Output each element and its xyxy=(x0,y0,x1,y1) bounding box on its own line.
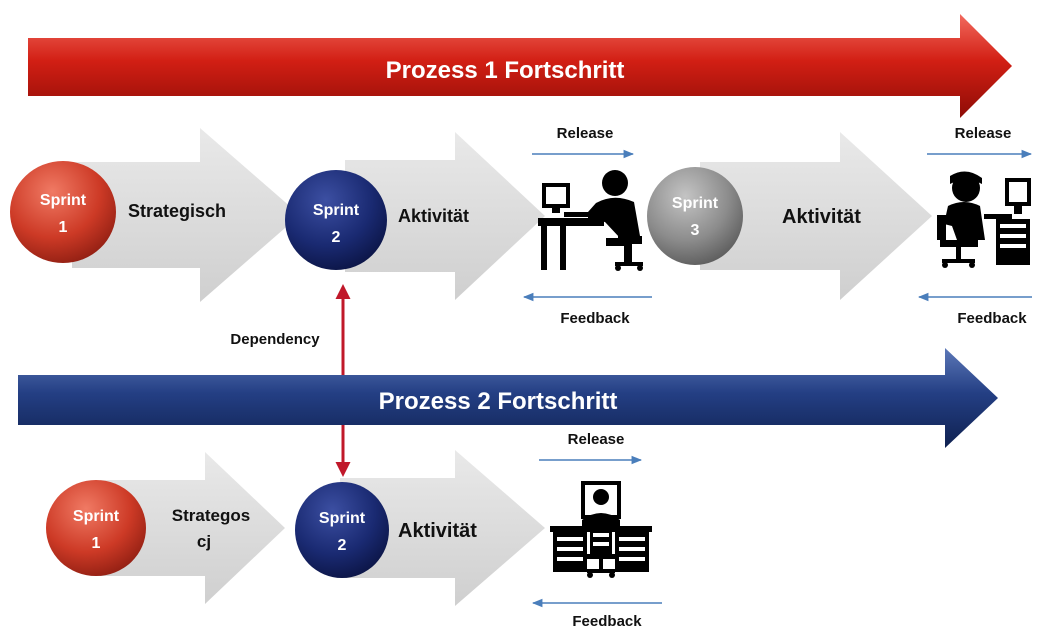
process1-sprint1-label: Sprint xyxy=(40,192,87,209)
process2-feedback: Feedback xyxy=(572,613,642,628)
process1-sprint3-circle: Sprint 3 xyxy=(647,167,743,265)
process2-banner-title: Prozess 2 Fortschritt xyxy=(379,388,618,415)
process1-banner: Prozess 1 Fortschritt xyxy=(28,14,1012,118)
process2-sprint2-number: 2 xyxy=(338,537,347,554)
process1-release-b: Release xyxy=(955,125,1012,142)
process1-feedback-b: Feedback xyxy=(957,310,1027,327)
process1-sprint1-circle: Sprint 1 xyxy=(10,161,116,263)
process2-release: Release xyxy=(568,431,625,448)
process1-sprint2-label: Sprint xyxy=(313,202,360,219)
process1-arrow-aktivitaet-2 xyxy=(700,132,932,300)
process1-release-a: Release xyxy=(557,125,614,142)
process2-sprint2-label: Sprint xyxy=(319,510,366,527)
process2-sprint1-number: 1 xyxy=(92,535,101,552)
process1-sprint3-label: Sprint xyxy=(672,195,719,212)
process1-arrow-aktivitaet-1 xyxy=(345,132,545,300)
person-at-monitor-icon xyxy=(550,481,652,578)
process1-arrow-strategisch xyxy=(72,128,300,302)
process2-arrow-strategos xyxy=(100,452,285,604)
process2-sprint1-activity-line1: Strategos xyxy=(172,506,250,525)
process2-sprint1-activity-line2: cj xyxy=(197,532,211,551)
process1-sprint2-circle: Sprint 2 xyxy=(285,170,387,270)
process2-sprint1-circle: Sprint 1 xyxy=(46,480,146,576)
process1-sprint3-activity: Aktivität xyxy=(782,206,861,228)
process1-sprint2-activity: Aktivität xyxy=(398,206,469,226)
dependency-label: Dependency xyxy=(230,331,320,348)
worker-at-desk-icon xyxy=(538,170,643,271)
process1-sprint2-number: 2 xyxy=(332,229,341,246)
process2-sprint2-circle: Sprint 2 xyxy=(295,482,389,578)
process2-banner: Prozess 2 Fortschritt xyxy=(18,348,998,448)
process2-arrow-aktivitaet xyxy=(340,450,545,606)
person-at-desk-icon xyxy=(937,171,1031,268)
process1-banner-title: Prozess 1 Fortschritt xyxy=(386,57,625,84)
process1-sprint3-number: 3 xyxy=(691,222,700,239)
process1-sprint1-activity: Strategisch xyxy=(128,201,226,221)
process2-sprint2-activity: Aktivität xyxy=(398,520,477,542)
process1-feedback-a: Feedback xyxy=(560,310,630,327)
process2-sprint1-label: Sprint xyxy=(73,508,120,525)
process1-sprint1-number: 1 xyxy=(59,219,68,236)
